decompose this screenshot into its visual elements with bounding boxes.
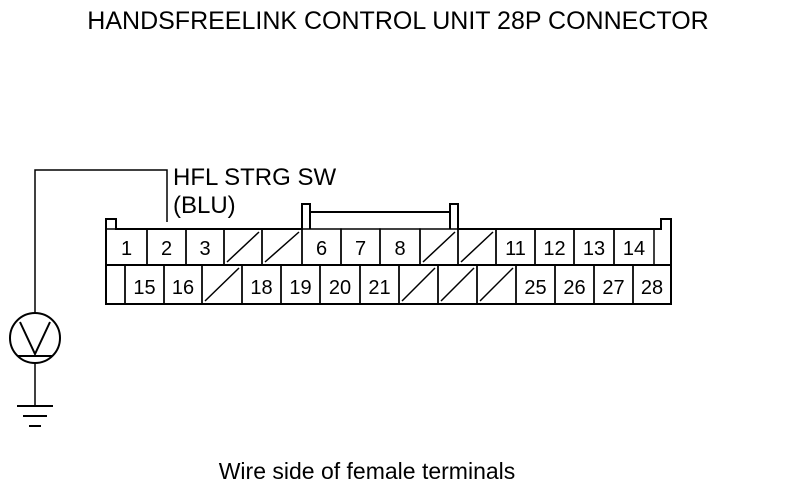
pin-cell-1: 1 (105, 228, 148, 266)
pin-cell-21: 21 (359, 264, 400, 305)
blank-cavity-slash (440, 267, 475, 302)
unused-cavity (223, 228, 263, 266)
pin-number: 15 (133, 277, 155, 299)
unused-cavity (105, 264, 126, 305)
blank-cavity-slash (422, 231, 456, 263)
pin-number: 11 (505, 238, 526, 260)
pin-cell-16: 16 (163, 264, 203, 305)
pin-number: 1 (121, 238, 132, 260)
pin-cell-6: 6 (301, 228, 342, 266)
pin-number: 20 (329, 277, 351, 299)
pin-cell-20: 20 (319, 264, 361, 305)
blank-cavity-slash (226, 231, 260, 263)
pin-cell-3: 3 (185, 228, 225, 266)
voltmeter-icon (9, 312, 61, 364)
pin-cell-7: 7 (340, 228, 381, 266)
pin-number: 18 (250, 277, 272, 299)
pin-cell-2: 2 (146, 228, 187, 266)
pin-number: 12 (543, 238, 565, 260)
pin-cell-13: 13 (573, 228, 615, 266)
pin-cell-27: 27 (593, 264, 634, 305)
diagram-caption: Wire side of female terminals (219, 458, 516, 484)
pin-number: 6 (316, 238, 327, 260)
unused-cavity (261, 228, 303, 266)
unused-cavity (457, 228, 497, 266)
pin-number: 21 (368, 277, 390, 299)
pin-number: 25 (524, 277, 546, 299)
pin-cell-26: 26 (554, 264, 595, 305)
pin-number: 13 (583, 238, 605, 260)
unused-cavity (476, 264, 517, 305)
ground-icon (17, 405, 53, 427)
wire-label-color: (BLU) (173, 192, 236, 219)
connector-bottom-row: 15 16 18 19 20 21 25 26 27 28 (105, 264, 672, 305)
wire-label-name: HFL STRG SW (173, 164, 336, 191)
unused-cavity (437, 264, 478, 305)
blank-cavity-slash (401, 267, 436, 302)
pin-number: 7 (355, 238, 366, 260)
pin-number: 28 (641, 277, 663, 299)
pin-cell-8: 8 (379, 228, 421, 266)
pin-cell-28: 28 (632, 264, 672, 305)
unused-cavity (419, 228, 459, 266)
pin-cell-11: 11 (495, 228, 536, 266)
pin-cell-18: 18 (241, 264, 282, 305)
pin-number: 2 (161, 238, 172, 260)
pin-number: 19 (289, 277, 311, 299)
pin-number: 26 (563, 277, 585, 299)
pin-number: 14 (623, 238, 645, 260)
pin-number: 8 (394, 238, 405, 260)
blank-cavity-slash (460, 231, 494, 263)
pin-cell-12: 12 (534, 228, 575, 266)
pin-number: 3 (199, 238, 210, 260)
pin-cell-25: 25 (515, 264, 556, 305)
unused-cavity (201, 264, 243, 305)
blank-cavity-slash (204, 267, 240, 302)
probe-wiring (34, 169, 168, 405)
pin-cell-14: 14 (613, 228, 655, 266)
pin-cell-15: 15 (124, 264, 165, 305)
pin-number: 27 (602, 277, 624, 299)
blank-cavity-slash (479, 267, 514, 302)
diagram-title: HANDSFREELINK CONTROL UNIT 28P CONNECTOR (87, 7, 708, 35)
pin-cell-19: 19 (280, 264, 321, 305)
blank-cavity-slash (264, 231, 300, 263)
pin-number: 16 (172, 277, 194, 299)
unused-cavity (398, 264, 439, 305)
